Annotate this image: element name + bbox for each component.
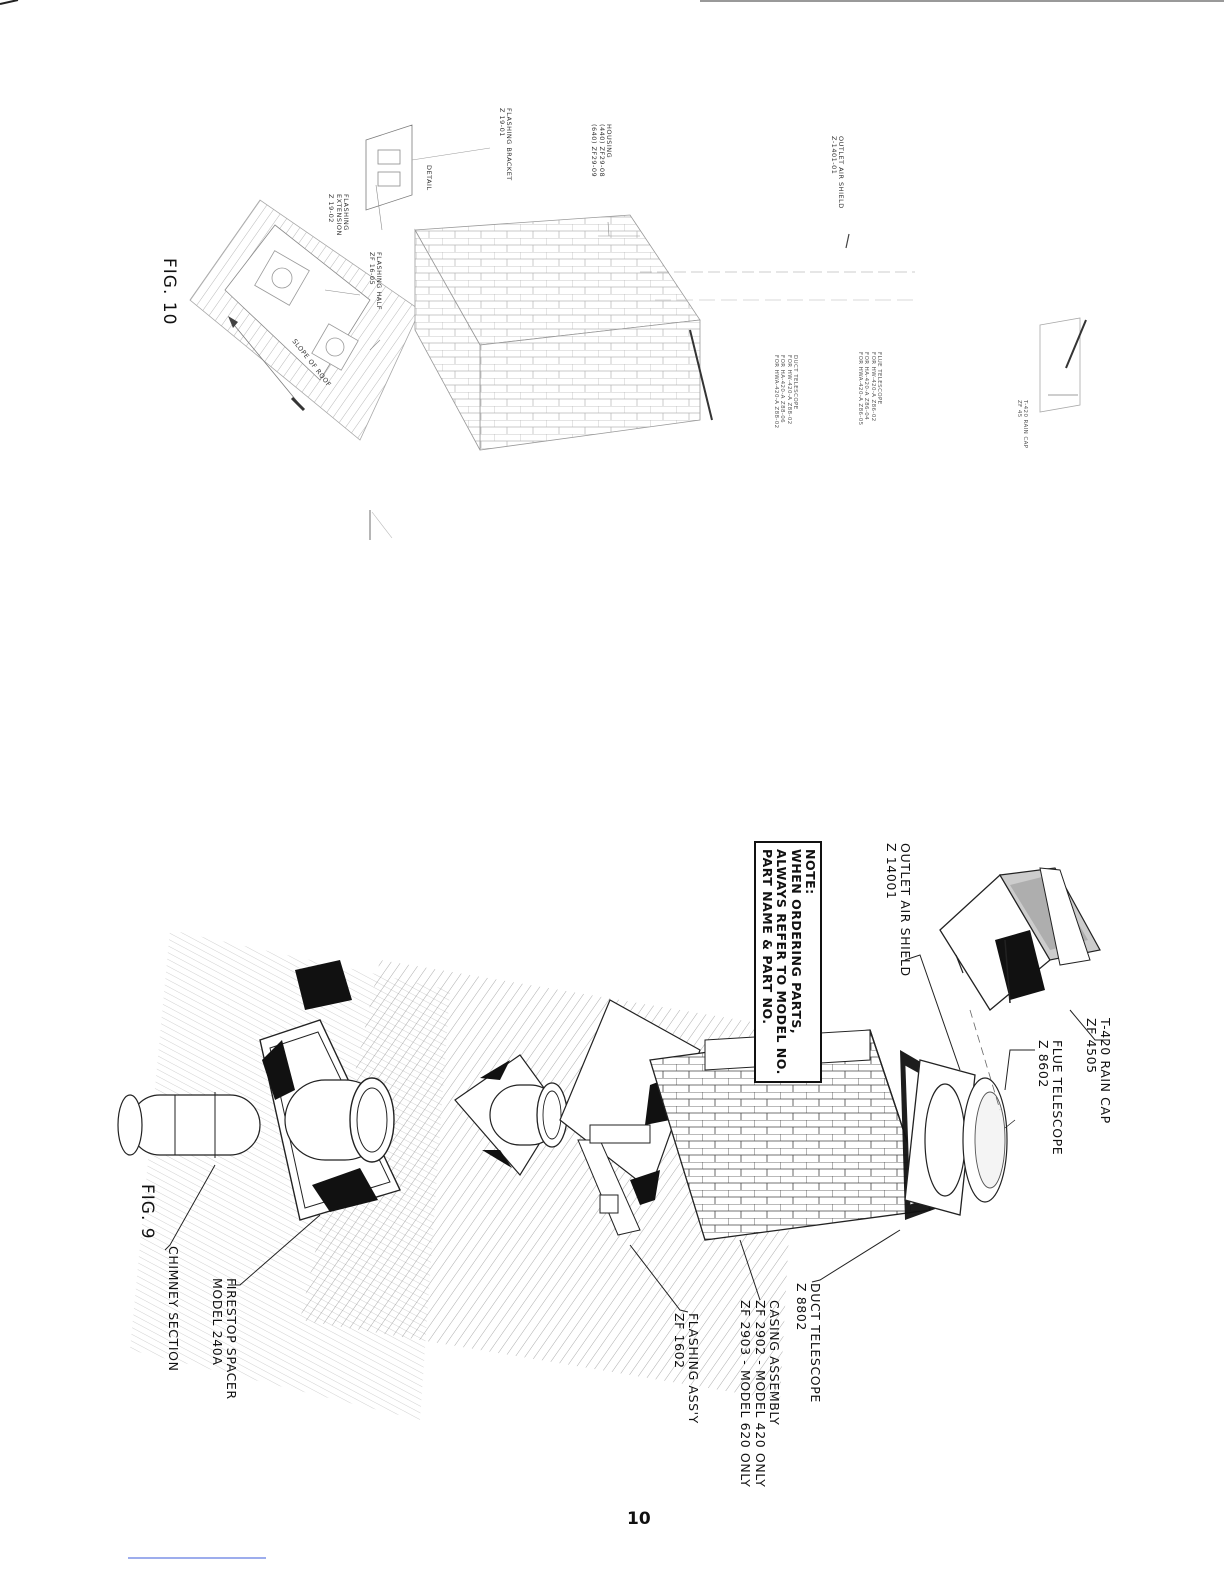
fig9-drawing xyxy=(117,867,1110,1420)
fig10-housing-label: HOUSING (440) ZF29-08 (640) ZF29-09 xyxy=(590,124,613,178)
fig10-outlet-air-shield-label: OUTLET AIR SHIELD Z-1401-01 xyxy=(829,136,845,209)
fig10-flashing-bracket-label: FLASHING BRACKET Z 19-01 xyxy=(497,108,513,181)
fig10-drawing xyxy=(189,124,1087,540)
fig10-caption: FIG. 10 xyxy=(159,258,179,326)
fig10-detail-label: DETAIL xyxy=(425,165,433,191)
fig9-flashing-assy-label: FLASHING ASS'Y ZF 1602 xyxy=(671,1313,701,1424)
page-number: 10 xyxy=(627,1509,651,1529)
scan-corner-mark xyxy=(0,0,19,5)
fig9-outlet-air-shield-label: OUTLET AIR SHIELD Z 14001 xyxy=(883,843,913,977)
fig10-flue-telescope-label: FLUE TELESCOPE FOR HW-420-A Z86-02 FOR H… xyxy=(857,352,882,426)
fig9-flue-telescope-label: FLUE TELESCOPE Z 8602 xyxy=(1035,1040,1065,1156)
fig10-flashing-extension-label: FLASHING EXTENSION Z 19-02 xyxy=(327,194,350,236)
fig10-duct-telescope-label: DUCT TELESCOPE FOR HW-420-A Z88-02 FOR H… xyxy=(773,355,798,429)
fig9-rain-cap-label: T-420 RAIN CAP ZF 4505 xyxy=(1083,1018,1113,1124)
fig9-chimney-section-label: CHIMNEY SECTION xyxy=(166,1246,181,1372)
fig10-flashing-half-label: FLASHING HALF ZF 16-05 xyxy=(367,252,383,311)
fig9-firestop-spacer-label: FIRESTOP SPACER MODEL 240A xyxy=(209,1278,239,1400)
fig9-caption: FIG. 9 xyxy=(137,1184,157,1240)
fig9-casing-assembly-label: CASING ASSEMBLY ZF 2902 - MODEL 420 ONLY… xyxy=(738,1300,782,1488)
fig9-ordering-note: NOTE: WHEN ORDERING PARTS, ALWAYS REFER … xyxy=(754,841,822,1083)
fig10-rain-cap-label: T-420 RAIN CAP ZF 45 xyxy=(1015,400,1028,449)
fig9-duct-telescope-label: DUCT TELESCOPE Z 8802 xyxy=(793,1283,823,1403)
